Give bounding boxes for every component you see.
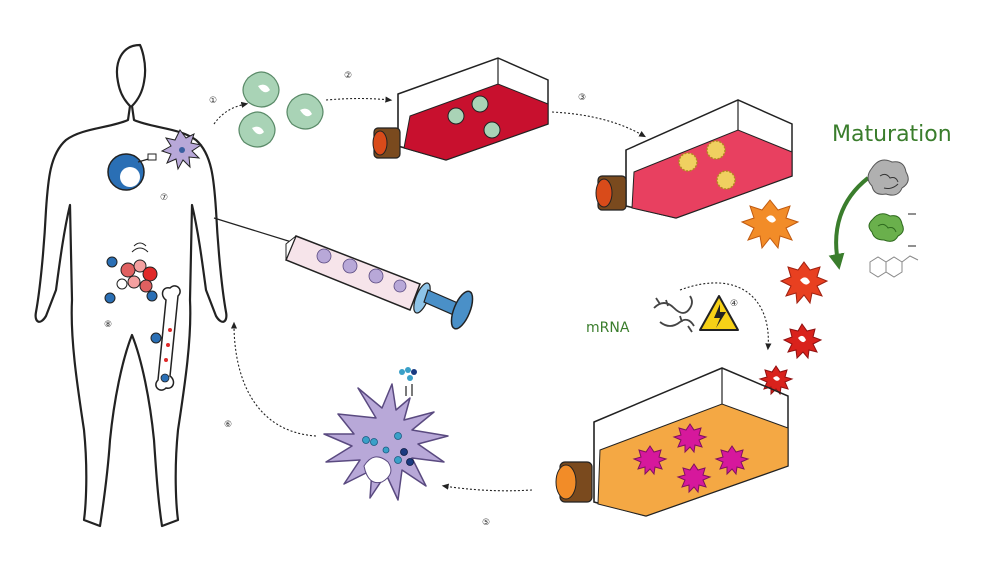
dendritic-cell-large xyxy=(323,383,449,501)
monocyte-cells xyxy=(238,71,324,148)
arrow-step-3 xyxy=(551,111,646,138)
small-molecule xyxy=(869,245,919,278)
syringe xyxy=(213,217,474,330)
arrow-step-5 xyxy=(441,483,533,492)
arrow-step-1 xyxy=(213,101,249,125)
arrow-step-6 xyxy=(230,321,317,437)
dendritic-cell-magenta xyxy=(632,445,668,476)
monocyte-cell xyxy=(242,71,280,108)
cytokine-protein-green xyxy=(868,213,916,242)
mrna-label: mRNA xyxy=(586,320,630,336)
step-1: ① xyxy=(209,96,217,106)
dendritic-cell-magenta xyxy=(676,463,712,494)
dendritic-cell-red-3 xyxy=(758,365,794,396)
culture-flask-1 xyxy=(372,57,549,161)
dendritic-cell-magenta xyxy=(714,445,750,476)
mrna-strand xyxy=(653,295,695,333)
cytokine-protein-grey xyxy=(867,159,909,196)
flow-arrows xyxy=(213,96,772,492)
lymph-node-cell xyxy=(107,153,157,191)
bone xyxy=(155,285,181,391)
step-8: ⑧ xyxy=(104,320,112,330)
warning-high-voltage-icon xyxy=(699,295,739,331)
dendritic-cell-orange xyxy=(740,199,800,250)
syringe-cells xyxy=(316,248,407,293)
dendritic-cell-red-2 xyxy=(782,323,823,360)
dendritic-cell-magenta xyxy=(672,423,708,454)
maturation-arrow xyxy=(828,176,870,270)
monocyte-cell xyxy=(238,111,276,148)
human-body-outline xyxy=(34,43,228,528)
step-numbers: ① ② ③ ④ ⑤ ⑥ ⑦ ⑧ xyxy=(104,71,738,528)
culture-flask-2 xyxy=(595,99,793,219)
culture-flask-3 xyxy=(555,367,789,517)
arrow-step-4 xyxy=(679,282,772,351)
step-3: ③ xyxy=(578,93,586,103)
monocyte-cell xyxy=(286,93,324,130)
dendritic-cell-red-1 xyxy=(779,261,829,305)
lymph-cluster xyxy=(104,242,162,344)
antigen-receptor xyxy=(399,367,417,396)
dendritic-cell-in-body xyxy=(160,129,203,171)
arrow-step-2 xyxy=(325,96,393,103)
step-4: ④ xyxy=(730,299,738,309)
maturation-label: Maturation xyxy=(832,122,952,147)
step-6: ⑥ xyxy=(224,420,232,430)
step-5: ⑤ xyxy=(482,518,490,528)
step-2: ② xyxy=(344,71,352,81)
step-7: ⑦ xyxy=(160,193,168,203)
